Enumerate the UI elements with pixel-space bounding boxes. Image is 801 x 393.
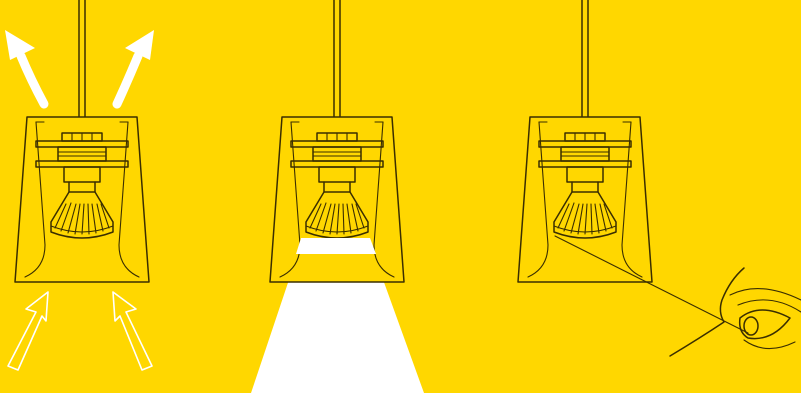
lamp-glare <box>517 0 653 283</box>
panel-airflow <box>5 0 154 371</box>
eye-icon <box>669 267 801 357</box>
sight-line-icon <box>554 235 749 334</box>
lamp-airflow <box>14 0 150 283</box>
panel-light-beam <box>251 0 424 393</box>
inflow-arrow-icon <box>7 291 153 371</box>
panel-glare-free-view <box>517 0 801 357</box>
outflow-arrow-icon <box>5 30 154 109</box>
